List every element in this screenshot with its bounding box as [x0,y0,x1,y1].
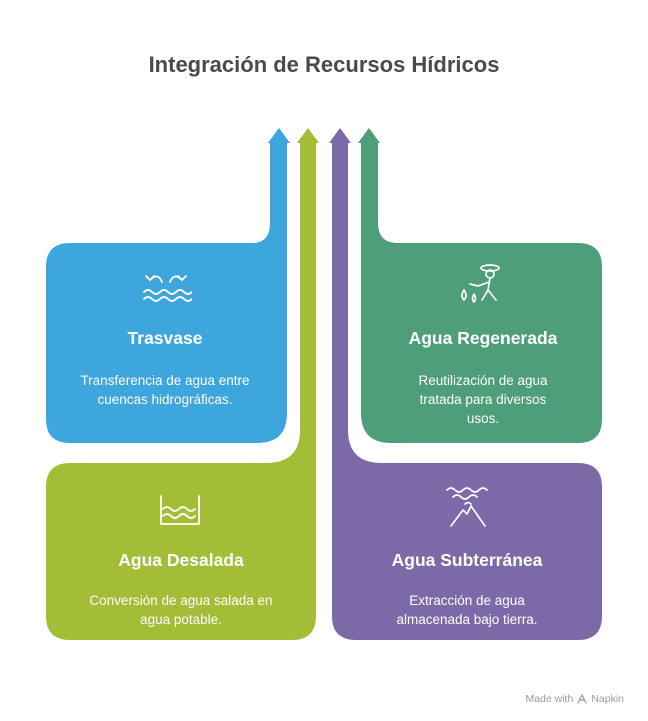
page-title: Integración de Recursos Hídricos [148,52,500,77]
card-title: Agua Subterránea [391,550,543,570]
underground-water-icon [446,487,488,527]
card-agua-regenerada: Agua Regenerada Reutilización de agua tr… [368,328,598,428]
card-title: Agua Desalada [118,550,244,570]
napkin-logo-icon [577,694,587,704]
card-description: Transferencia de agua entre cuencas hidr… [80,373,250,407]
trasvase-shape [46,128,290,443]
water-tank-icon [160,495,200,525]
farmer-watering-icon [461,264,500,303]
footer-brand: Napkin [591,693,624,705]
card-description: Conversión de agua salada en agua potabl… [89,593,273,627]
agua-desalada-shape [46,128,319,640]
card-trasvase: Trasvase Transferencia de agua entre cue… [50,328,280,409]
card-description: Reutilización de agua tratada para diver… [418,373,548,426]
agua-subterranea-shape [329,128,602,640]
card-agua-subterranea: Agua Subterránea Extracción de agua alma… [336,550,598,629]
footer: Made with Napkin [525,693,624,705]
card-title: Trasvase [127,328,203,348]
agua-regenerada-shape [358,128,602,443]
card-agua-desalada: Agua Desalada Conversión de agua salada … [50,550,312,629]
card-description: Extracción de agua almacenada bajo tierr… [396,593,538,627]
water-transfer-icon [143,275,192,302]
footer-text: Made with [525,693,574,705]
card-title: Agua Regenerada [408,328,558,348]
